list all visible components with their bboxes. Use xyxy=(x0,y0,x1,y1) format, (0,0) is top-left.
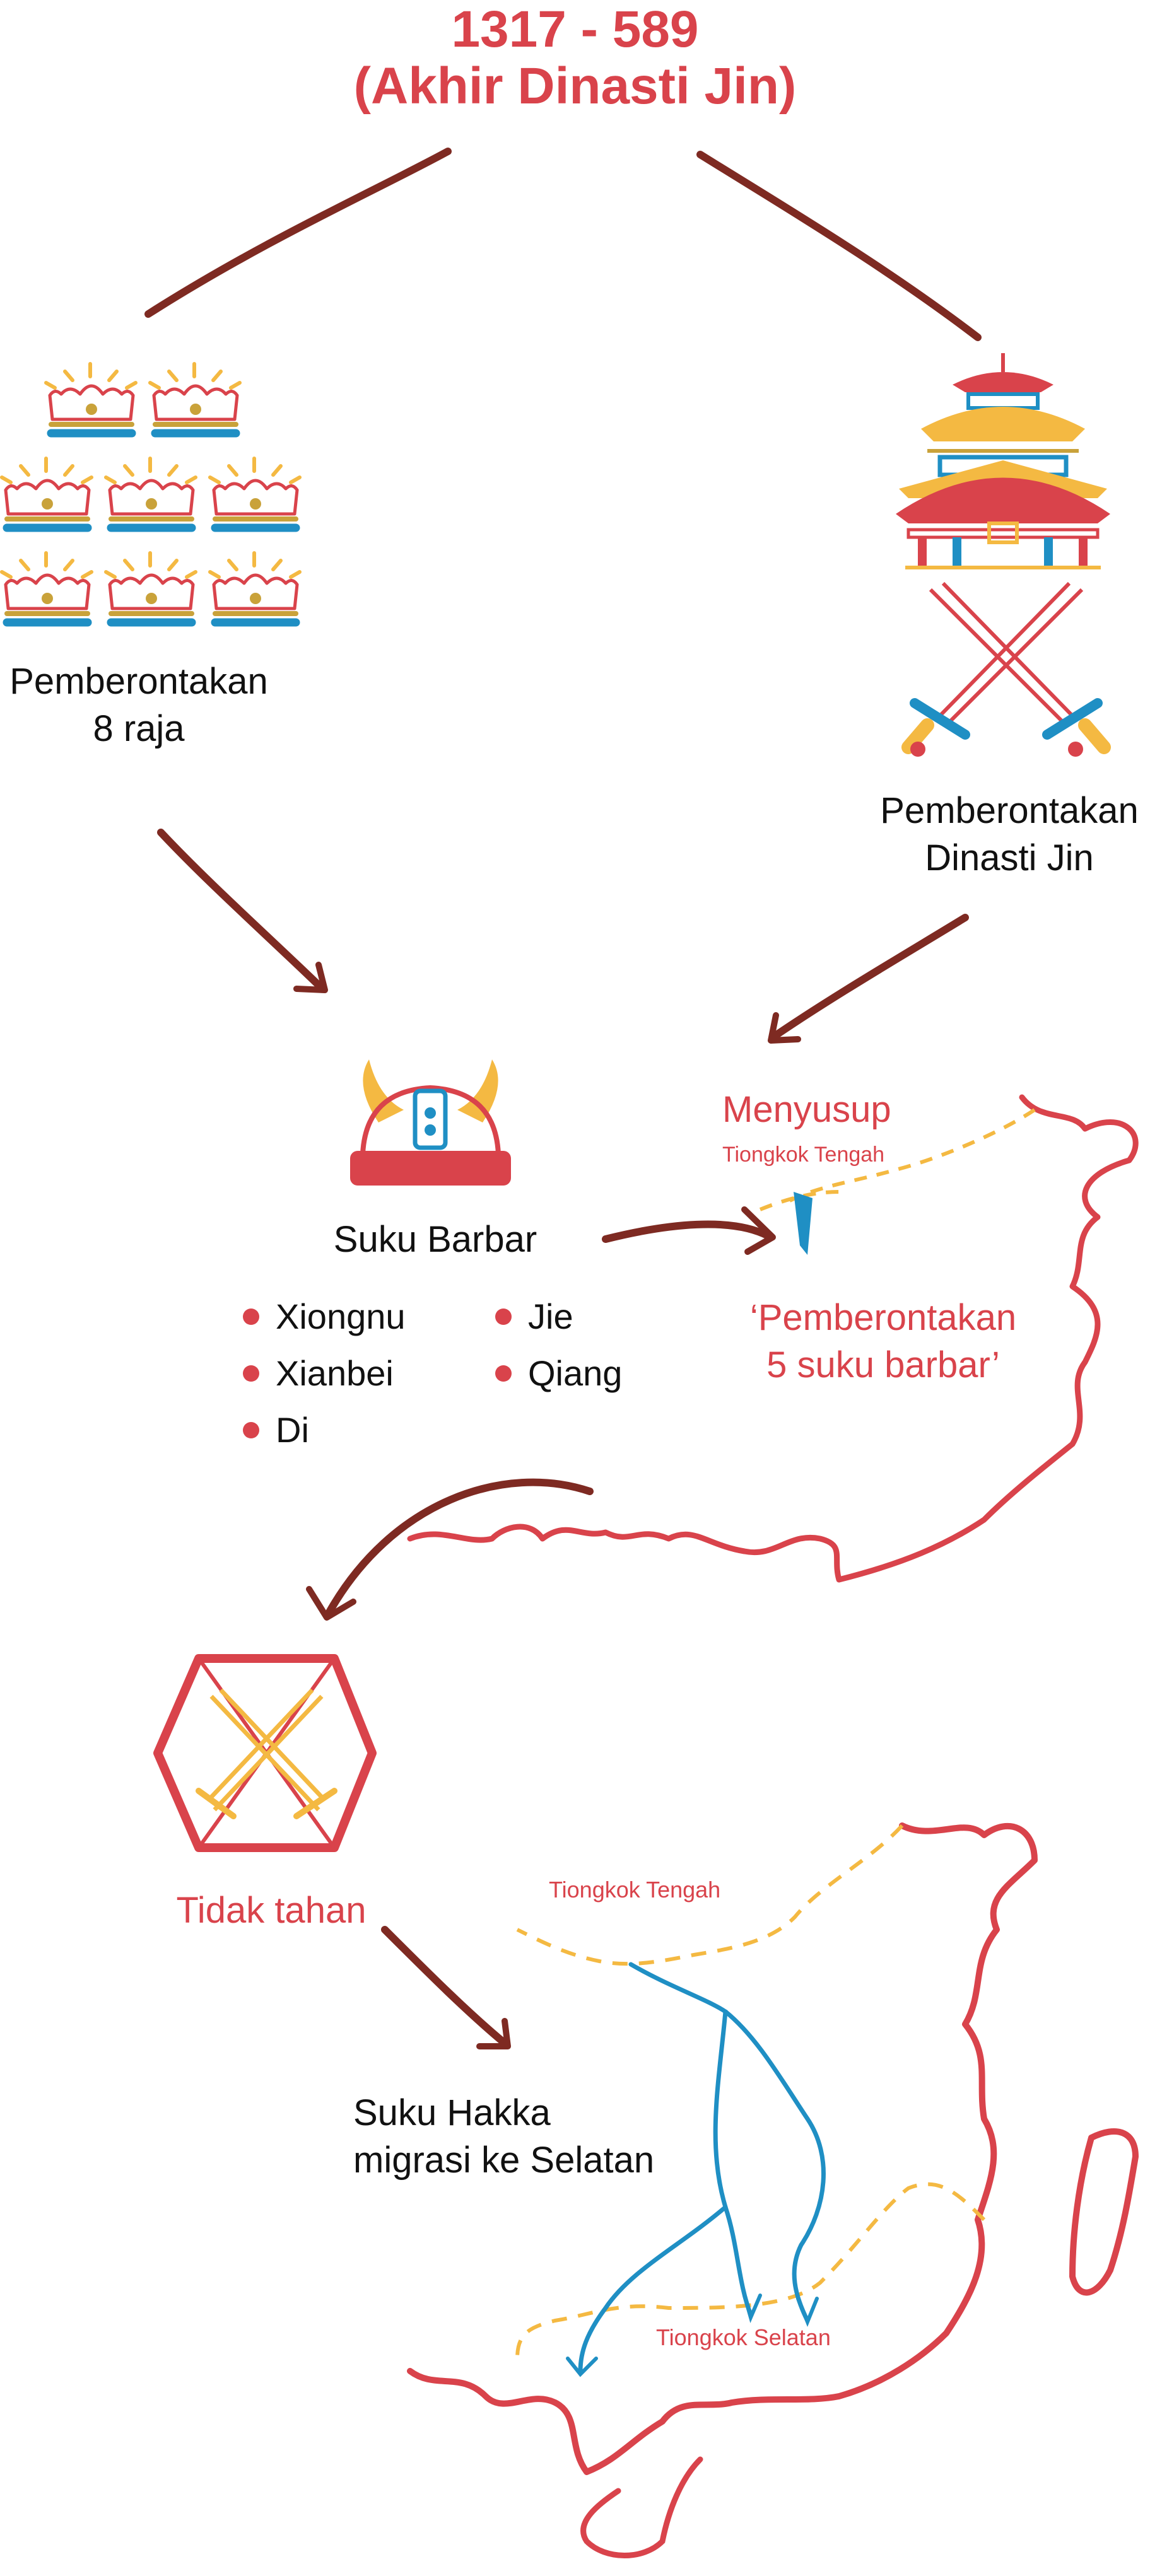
right-branch-label-2: Dinasti Jin xyxy=(925,837,1094,878)
bullet-dot xyxy=(243,1421,259,1438)
arrow-to-hexagon xyxy=(306,1478,594,1621)
bullet-dot xyxy=(243,1365,259,1382)
pagoda-icon xyxy=(896,353,1110,569)
map-region-south-label: Tiongkok Selatan xyxy=(656,2324,831,2350)
left-branch-label-2: 8 raja xyxy=(93,708,185,749)
barbarians-label: Suku Barbar xyxy=(333,1219,537,1260)
china-map-upper xyxy=(407,1094,1139,1583)
bullet-dot xyxy=(495,1308,512,1325)
infiltration-event-label-1: ‘Pemberontakan xyxy=(749,1297,1017,1338)
map-region-center-label: Tiongkok Tengah xyxy=(549,1877,721,1903)
crown-icon xyxy=(210,458,300,528)
crossed-swords-icon xyxy=(901,581,1111,757)
arrow-title-left xyxy=(144,148,452,318)
tribe-item: Di xyxy=(243,1409,309,1450)
left-branch-label-1: Pemberontakan xyxy=(9,661,268,702)
viking-helmet-icon xyxy=(350,1059,511,1186)
tribe-label: Di xyxy=(276,1410,309,1450)
migration-label-1: Suku Hakka xyxy=(353,2092,551,2133)
crown-icon xyxy=(106,458,196,528)
crown-icon xyxy=(210,553,300,622)
tribe-label: Qiang xyxy=(528,1353,623,1393)
bullet-dot xyxy=(495,1365,512,1382)
tribe-item: Jie xyxy=(495,1296,573,1337)
tribe-item: Xiongnu xyxy=(243,1296,406,1337)
arrow-to-hakka xyxy=(381,1926,511,2049)
hexagon-swords-icon xyxy=(153,1654,377,1852)
china-map-lower xyxy=(407,1822,1139,2558)
tribe-label: Jie xyxy=(528,1297,573,1336)
arrow-title-right xyxy=(696,151,982,341)
crown-icon xyxy=(106,553,196,622)
tribe-label: Xiongnu xyxy=(276,1297,406,1336)
crown-icon xyxy=(150,364,240,433)
infiltration-region-label: Tiongkok Tengah xyxy=(722,1143,885,1167)
arrow-right-to-menyusup xyxy=(768,914,969,1044)
crown-icon xyxy=(2,553,91,622)
title-years: 1317 - 589 xyxy=(451,1,699,58)
tribe-label: Xianbei xyxy=(276,1353,394,1393)
infiltration-event-label-2: 5 suku barbar’ xyxy=(766,1344,1000,1385)
crown-icon xyxy=(46,364,136,433)
crown-icon xyxy=(2,458,91,528)
infiltration-label: Menyusup xyxy=(722,1089,891,1130)
collapse-label: Tidak tahan xyxy=(176,1890,367,1931)
crown-icon-group xyxy=(2,364,300,622)
arrow-left-to-barbar xyxy=(157,829,328,993)
arrow-barbar-to-china xyxy=(602,1206,776,1255)
migration-label-2: migrasi ke Selatan xyxy=(353,2140,655,2181)
tribe-item: Xianbei xyxy=(243,1353,394,1394)
title-subtitle: (Akhir Dinasti Jin) xyxy=(353,57,797,115)
bullet-dot xyxy=(243,1308,259,1325)
tribe-item: Qiang xyxy=(495,1353,622,1394)
right-branch-label-1: Pemberontakan xyxy=(880,790,1139,831)
